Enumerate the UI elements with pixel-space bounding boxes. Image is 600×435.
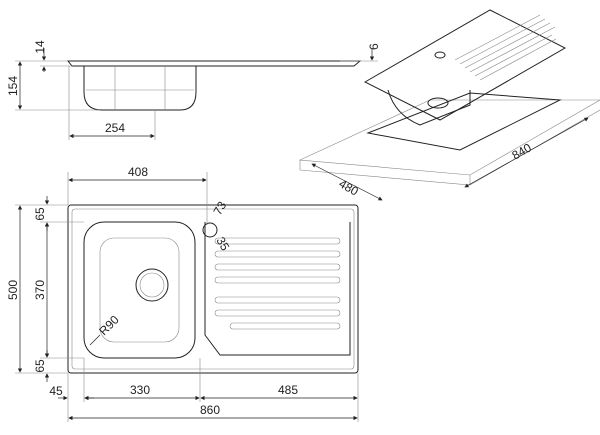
label-65-top: 65: [33, 207, 47, 221]
label-45: 45: [49, 384, 63, 398]
label-14: 14: [33, 40, 47, 54]
label-154: 154: [6, 76, 20, 96]
label-860: 860: [200, 403, 220, 417]
label-500: 500: [6, 280, 20, 300]
label-35: 35: [213, 235, 232, 254]
sink-outline: [67, 204, 359, 374]
label-330: 330: [130, 383, 150, 397]
label-73: 73: [210, 199, 229, 218]
dim-480: [311, 163, 383, 201]
label-370: 370: [33, 280, 47, 300]
drainer: [204, 222, 351, 356]
label-254: 254: [105, 121, 125, 135]
iso-view: 6 480 840: [298, 9, 600, 201]
side-bowl: [83, 66, 197, 111]
iso-bowl: [387, 89, 471, 126]
side-view: 154 14 254: [6, 40, 362, 140]
drain: [135, 268, 169, 302]
bowl: [83, 221, 196, 359]
tap-hole: [202, 222, 218, 238]
plan-view: 408 73 35 500 65 370 65 R90 45 330 485 8…: [6, 165, 359, 422]
iso-sink-rim: [363, 9, 567, 121]
label-485: 485: [278, 383, 298, 397]
drainer-grooves: [214, 237, 341, 330]
dim-840: [464, 117, 589, 188]
side-rim: [66, 60, 362, 67]
label-6: 6: [367, 43, 381, 50]
label-480: 480: [337, 176, 362, 198]
cutout: [366, 92, 562, 151]
label-65-bottom: 65: [33, 359, 47, 373]
label-408: 408: [128, 165, 148, 179]
label-840: 840: [510, 140, 535, 162]
